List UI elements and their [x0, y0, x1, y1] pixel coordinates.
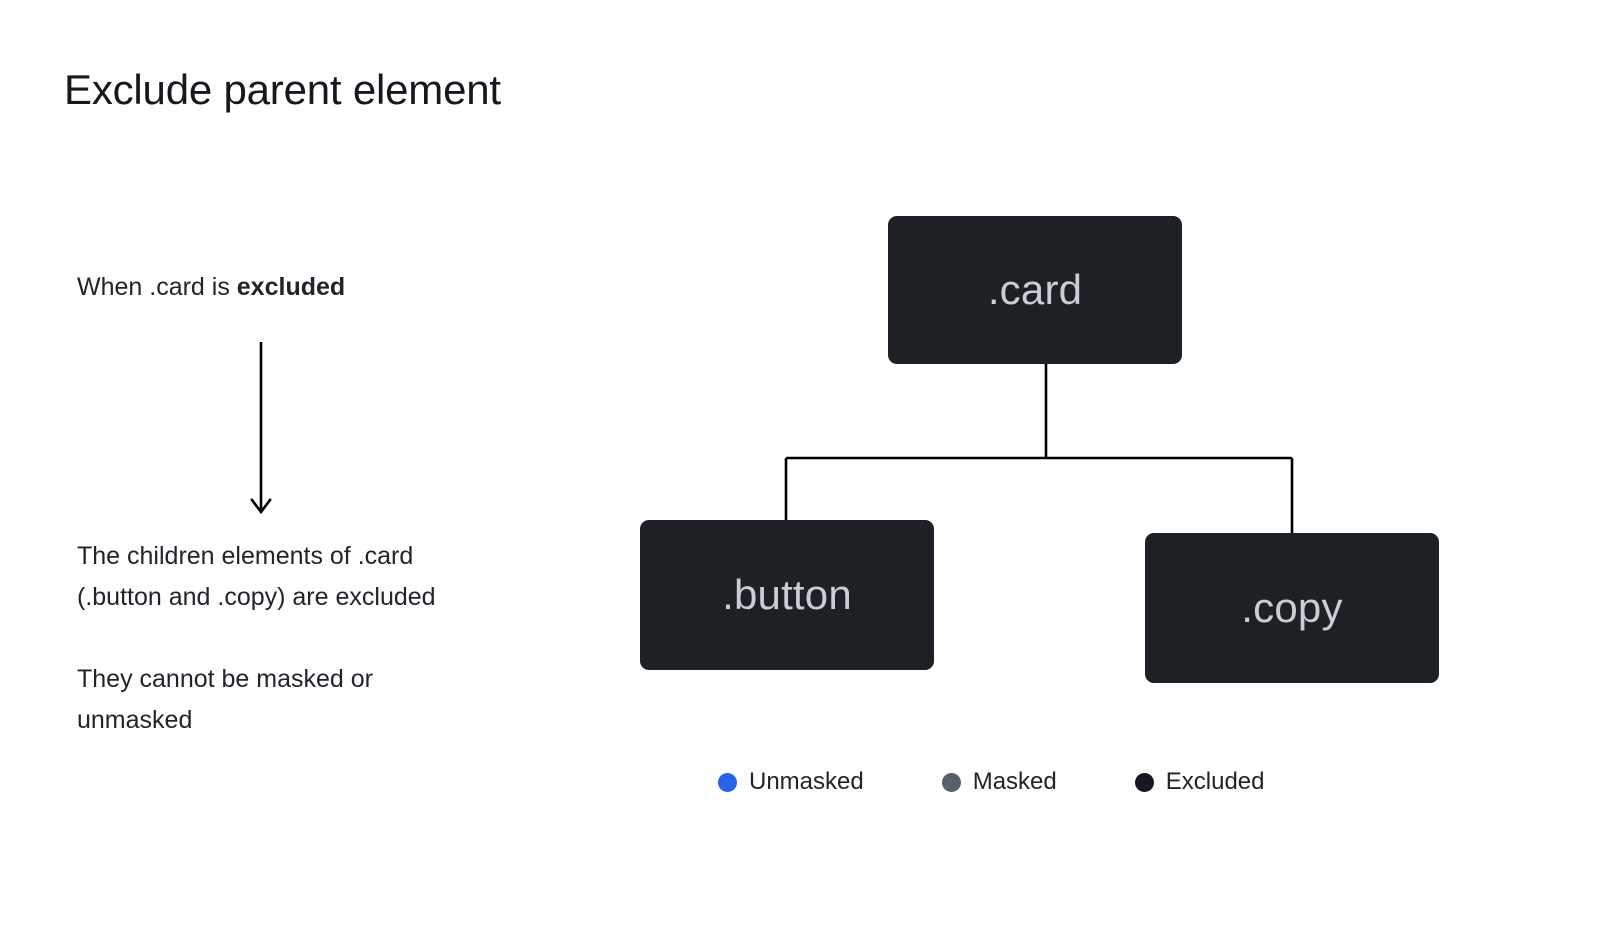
tree-node-button[interactable]: .button	[640, 520, 934, 670]
legend-label-unmasked: Unmasked	[749, 768, 864, 795]
lead-statement-emphasis: excluded	[236, 273, 346, 301]
explanation-paragraph: They cannot be masked or unmasked	[77, 665, 373, 734]
lead-statement-prefix: When .card is	[77, 273, 237, 301]
lead-statement: When .card is excluded	[77, 270, 497, 304]
legend-label-masked: Masked	[972, 768, 1057, 795]
element-tree-diagram: .card .button .copy	[600, 180, 1500, 840]
tree-node-card-label: .card	[987, 266, 1083, 313]
tree-node-copy[interactable]: .copy	[1145, 533, 1439, 683]
tree-node-copy-label: .copy	[1241, 584, 1343, 631]
legend-label-excluded: Excluded	[1165, 768, 1265, 795]
legend-dot-excluded-icon	[1134, 772, 1154, 792]
legend: Unmasked Masked Excluded	[718, 768, 1265, 796]
tree-node-button-label: .button	[722, 571, 852, 618]
legend-item-excluded: Excluded	[1134, 768, 1265, 796]
down-arrow-icon	[241, 342, 281, 522]
legend-item-masked: Masked	[941, 768, 1057, 796]
tree-node-card[interactable]: .card	[888, 216, 1182, 364]
legend-item-unmasked: Unmasked	[718, 768, 864, 796]
explanation-panel: When .card is excluded The children elem…	[77, 270, 497, 734]
explanation-paragraphs: The children elements of .card (.button …	[77, 536, 487, 741]
legend-dot-unmasked-icon	[718, 772, 737, 792]
legend-dot-masked-icon	[941, 772, 961, 792]
explanation-paragraph: The children elements of .card (.button …	[77, 542, 436, 611]
page-title: Exclude parent element	[64, 66, 501, 113]
